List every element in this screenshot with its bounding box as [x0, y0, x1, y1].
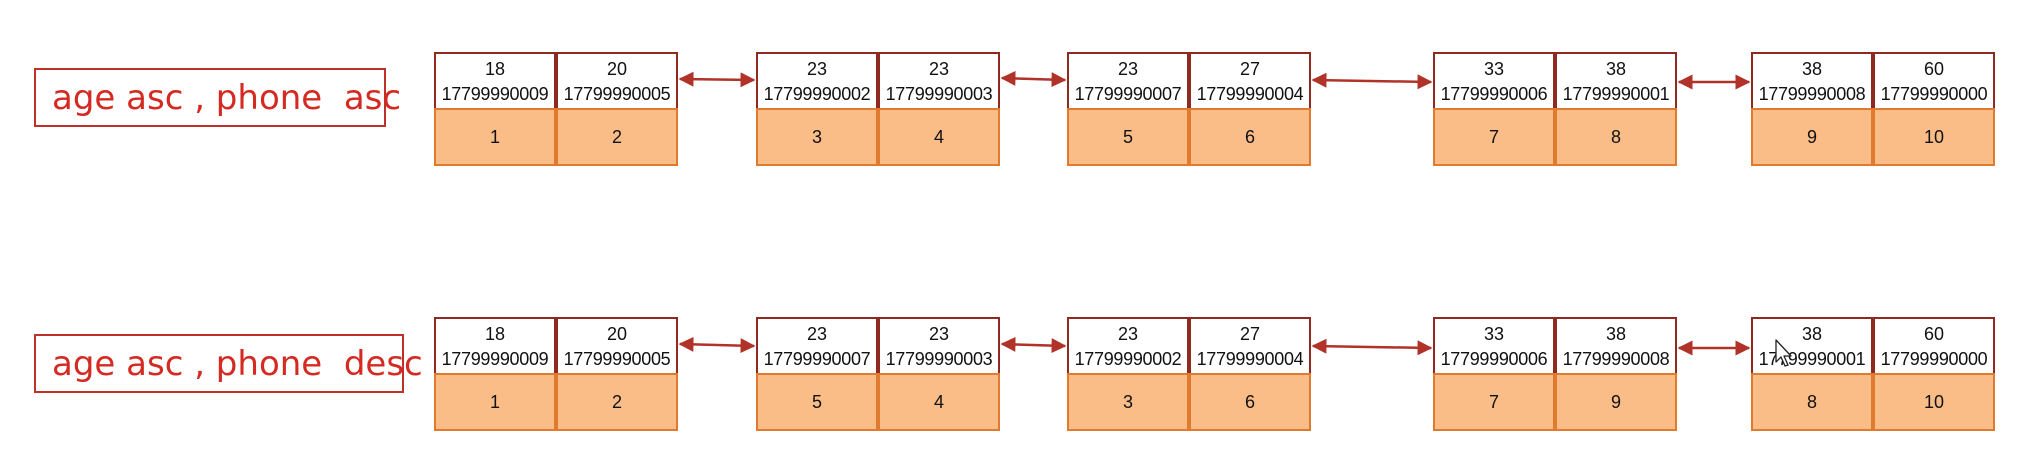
leaf-node: 23 17799990002 23 17799990003 3 4 [756, 52, 1000, 166]
key-phone: 17799990007 [1074, 84, 1182, 104]
row-id-cell: 7 [1433, 373, 1555, 431]
double-arrow [678, 71, 756, 88]
key-age: 23 [928, 59, 950, 79]
leaf-node: 18 17799990009 20 17799990005 1 2 [434, 52, 678, 166]
key-phone: 17799990001 [1562, 84, 1670, 104]
row-id-cell: 2 [556, 373, 678, 431]
key-phone: 17799990008 [1562, 349, 1670, 369]
leaf-node: 33 17799990006 38 17799990001 7 8 [1433, 52, 1677, 166]
key-age: 38 [1605, 324, 1627, 344]
row-label-asc: age asc , phone asc [34, 68, 401, 127]
key-phone: 17799990003 [885, 349, 993, 369]
key-phone: 17799990004 [1196, 349, 1304, 369]
key-age: 20 [606, 324, 628, 344]
key-age: 38 [1605, 59, 1627, 79]
row-id-cell: 6 [1189, 108, 1311, 166]
key-age: 23 [1117, 324, 1139, 344]
leaf-node: 38 17799990008 60 17799990000 9 10 [1751, 52, 1995, 166]
key-phone: 17799990004 [1196, 84, 1304, 104]
double-arrow [678, 336, 756, 354]
key-phone: 17799990009 [441, 349, 549, 369]
double-arrow [1311, 72, 1433, 90]
row-id-cell: 2 [556, 108, 678, 166]
key-phone: 17799990006 [1440, 84, 1548, 104]
key-age: 38 [1801, 59, 1823, 79]
key-cell: 33 17799990006 [1433, 52, 1555, 110]
double-arrow [1000, 336, 1067, 354]
row-id-cell: 9 [1751, 108, 1873, 166]
key-phone: 17799990002 [1074, 349, 1182, 369]
leaf-node: 33 17799990006 38 17799990008 7 9 [1433, 317, 1677, 431]
row-id-cell: 10 [1873, 373, 1995, 431]
row-id-cell: 10 [1873, 108, 1995, 166]
key-cell: 23 17799990003 [878, 52, 1000, 110]
key-age: 23 [928, 324, 950, 344]
key-phone: 17799990008 [1758, 84, 1866, 104]
key-cell: 38 17799990008 [1751, 52, 1873, 110]
key-phone: 17799990003 [885, 84, 993, 104]
row-id-cell: 4 [878, 373, 1000, 431]
row-label-desc: age asc , phone desc [34, 334, 423, 393]
key-cell: 18 17799990009 [434, 317, 556, 375]
double-arrow [1311, 338, 1433, 356]
leaf-node: 23 17799990007 27 17799990004 5 6 [1067, 52, 1311, 166]
key-age: 23 [806, 324, 828, 344]
key-phone: 17799990002 [763, 84, 871, 104]
row-id-cell: 1 [434, 108, 556, 166]
key-age: 33 [1483, 59, 1505, 79]
leaf-node: 38 17799990001 60 17799990000 8 10 [1751, 317, 1995, 431]
key-cell: 23 17799990002 [756, 52, 878, 110]
key-cell: 20 17799990005 [556, 317, 678, 375]
key-cell: 23 17799990003 [878, 317, 1000, 375]
row-id-cell: 8 [1555, 108, 1677, 166]
key-age: 38 [1801, 324, 1823, 344]
key-phone: 17799990005 [563, 349, 671, 369]
key-cell: 38 17799990001 [1555, 52, 1677, 110]
row-label-text: age asc , phone asc [52, 77, 402, 118]
key-cell: 27 17799990004 [1189, 317, 1311, 375]
row-id-cell: 5 [1067, 108, 1189, 166]
key-phone: 17799990009 [441, 84, 549, 104]
key-age: 23 [806, 59, 828, 79]
key-age: 33 [1483, 324, 1505, 344]
key-cell: 60 17799990000 [1873, 317, 1995, 375]
row-id-cell: 5 [756, 373, 878, 431]
key-age: 27 [1239, 324, 1261, 344]
leaf-node: 23 17799990007 23 17799990003 5 4 [756, 317, 1000, 431]
key-age: 60 [1923, 324, 1945, 344]
key-age: 60 [1923, 59, 1945, 79]
key-age: 23 [1117, 59, 1139, 79]
row-id-cell: 3 [756, 108, 878, 166]
mouse-cursor-icon [1775, 339, 1792, 367]
key-phone: 17799990000 [1880, 84, 1988, 104]
key-phone: 17799990005 [563, 84, 671, 104]
row-id-cell: 3 [1067, 373, 1189, 431]
row-id-cell: 7 [1433, 108, 1555, 166]
row-id-cell: 6 [1189, 373, 1311, 431]
key-phone: 17799990007 [763, 349, 871, 369]
leaf-node: 23 17799990002 27 17799990004 3 6 [1067, 317, 1311, 431]
row-id-cell: 9 [1555, 373, 1677, 431]
leaf-node: 18 17799990009 20 17799990005 1 2 [434, 317, 678, 431]
row-label-text: age asc , phone desc [52, 343, 423, 384]
key-phone: 17799990006 [1440, 349, 1548, 369]
key-phone: 17799990000 [1880, 349, 1988, 369]
key-cell: 23 17799990002 [1067, 317, 1189, 375]
key-age: 20 [606, 59, 628, 79]
double-arrow [1000, 70, 1067, 88]
key-cell: 23 17799990007 [1067, 52, 1189, 110]
key-cell: 18 17799990009 [434, 52, 556, 110]
key-age: 18 [484, 324, 506, 344]
key-age: 18 [484, 59, 506, 79]
row-id-cell: 8 [1751, 373, 1873, 431]
row-id-cell: 1 [434, 373, 556, 431]
row-id-cell: 4 [878, 108, 1000, 166]
key-cell: 27 17799990004 [1189, 52, 1311, 110]
key-age: 27 [1239, 59, 1261, 79]
